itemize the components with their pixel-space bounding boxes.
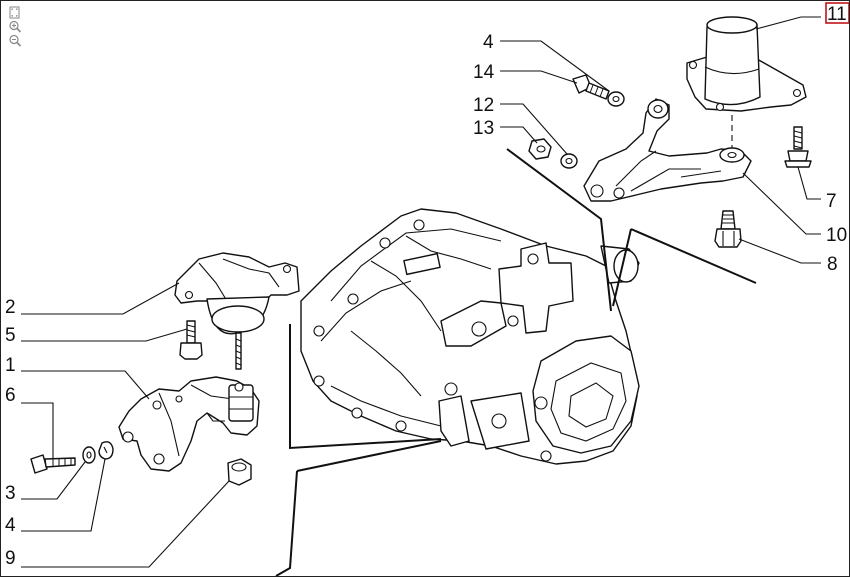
callout-labels: 4 14 12 13 11 7 10 8 2 5 1 6 3 4 9 — [5, 2, 849, 569]
part-4-washer-top — [607, 91, 625, 107]
callout-14: 14 — [473, 62, 495, 83]
part-12-washer — [560, 153, 578, 169]
part-11-engine-mount — [686, 16, 807, 151]
callout-12: 12 — [473, 95, 494, 116]
part-14-bolt — [572, 74, 610, 100]
part-7-bolt — [784, 126, 812, 168]
part-3-washer — [82, 446, 96, 464]
part-9-nut — [227, 458, 252, 486]
part-2-mount — [174, 252, 300, 370]
zoom-out-icon[interactable] — [8, 34, 22, 47]
zoom-toolbar — [8, 6, 24, 48]
fit-page-icon[interactable] — [8, 6, 22, 19]
zoom-in-icon[interactable] — [8, 20, 22, 33]
callout-6: 6 — [5, 385, 16, 406]
callout-4-left: 4 — [5, 515, 16, 536]
part-6-bolt — [30, 454, 76, 474]
callout-2: 2 — [5, 297, 16, 318]
part-13-nut — [528, 138, 552, 160]
part-10-bracket — [583, 98, 752, 202]
callout-3: 3 — [5, 483, 16, 504]
callout-1: 1 — [5, 355, 16, 376]
leader-lines — [21, 16, 821, 568]
callout-8: 8 — [827, 254, 838, 275]
callout-5: 5 — [5, 325, 16, 346]
callout-9: 9 — [5, 548, 16, 569]
callout-7: 7 — [826, 191, 837, 212]
callout-13: 13 — [473, 118, 494, 139]
gearbox-housing — [300, 208, 640, 465]
callout-4-top: 4 — [483, 32, 494, 53]
part-8-bolt — [714, 210, 742, 248]
callout-11[interactable]: 11 — [827, 4, 847, 25]
part-4-lock-washer-left — [98, 441, 114, 460]
part-1-bracket — [118, 376, 260, 472]
callout-10: 10 — [826, 225, 847, 246]
callout-11-highlight — [825, 2, 849, 24]
section-lines — [275, 148, 757, 576]
part-5-bolt — [179, 320, 203, 360]
